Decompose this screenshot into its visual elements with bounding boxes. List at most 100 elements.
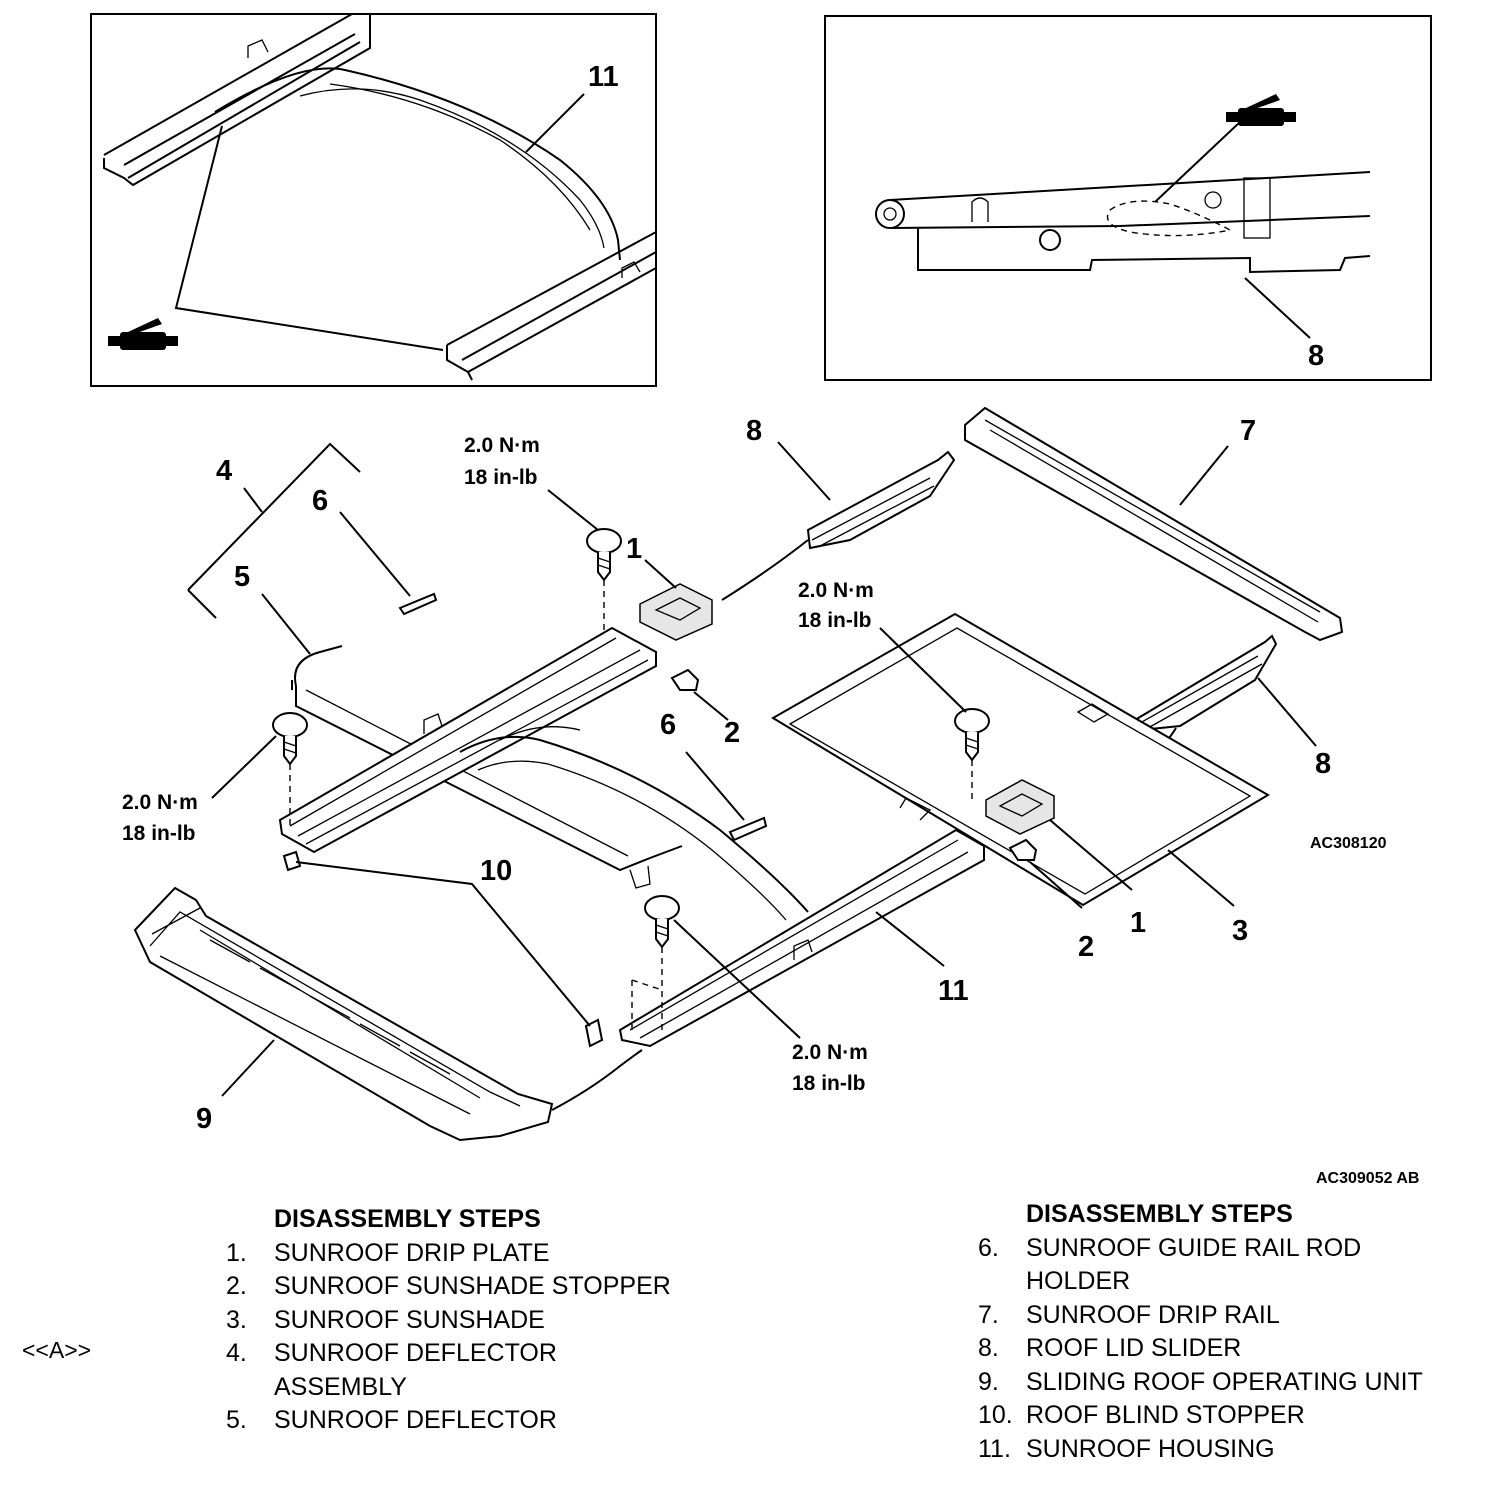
inset-lower-rail [446, 231, 657, 381]
callout-11: 11 [938, 975, 969, 1007]
figure-code-inset: AC308120 [1310, 835, 1387, 852]
leader-9 [221, 1039, 275, 1097]
legend-item-text: ROOF BLIND STOPPER [1026, 1401, 1305, 1429]
callout-3: 3 [1232, 915, 1248, 947]
inset-pivot-hole [883, 207, 897, 221]
callout-4: 4 [216, 455, 232, 487]
callout-8-upper: 8 [746, 415, 762, 447]
sunroof-exploded-diagram: 11 8 7 [90, 13, 1432, 1187]
inset-slider-pin [971, 197, 989, 222]
torque-4-inlb: 18 in-lb [792, 1072, 866, 1095]
torque-3-inlb: 18 in-lb [122, 822, 196, 845]
legend-item-text: SUNROOF DEFLECTOR ASSEMBLY [274, 1339, 557, 1401]
legend-item-num: 4. [226, 1339, 247, 1367]
inset-bracket [1243, 177, 1271, 239]
bolt-icon [644, 895, 680, 949]
legend-item: 5.SUNROOF DEFLECTOR [226, 1404, 786, 1438]
figure-code-main: AC309052 AB [1316, 1170, 1419, 1187]
inset-rail-tab [247, 39, 269, 58]
bracket-4-foot [187, 589, 217, 619]
inset-housing-rails: 11 [90, 13, 657, 387]
legend-item: 7.SUNROOF DRIP RAIL [978, 1299, 1488, 1333]
legend-item: 10. ROOF BLIND STOPPER [978, 1399, 1488, 1433]
leader-6-lower [685, 751, 745, 821]
callout-8-lower: 8 [1315, 748, 1331, 780]
legend-item-text: SUNROOF DRIP PLATE [274, 1238, 550, 1267]
inset-housing-arc-inner [299, 88, 605, 249]
leader-8-lower [1257, 677, 1317, 747]
leader-2-right [1029, 861, 1083, 909]
legend-left-heading: DISASSEMBLY STEPS [274, 1205, 541, 1233]
legend-item: 1. SUNROOF DRIP PLATE [226, 1237, 786, 1271]
inset-housing-arc-mid [329, 83, 591, 231]
grease-gun-icon [1226, 94, 1296, 126]
legend-item-num: 2. [226, 1272, 247, 1300]
callout-6-lower: 6 [660, 709, 676, 741]
legend-item-num: 6. [978, 1233, 999, 1262]
bolt-icon [954, 708, 990, 762]
leader-2-left [693, 691, 729, 721]
legend-item-num: 9. [978, 1367, 999, 1396]
leader-1-right [1049, 819, 1133, 891]
legend-item-text: ROOF LID SLIDER [1026, 1334, 1242, 1362]
part-7-drip-rail [964, 406, 1344, 642]
torque-leader-3 [211, 735, 277, 799]
leader-10 [295, 861, 591, 1027]
legend-item-num: 8. [978, 1334, 999, 1362]
grease-gun-icon [108, 318, 178, 350]
inset-hidden-part [1106, 200, 1233, 237]
inset-lid-slider: 8 [824, 15, 1432, 381]
part-10-stopper-right [584, 1018, 604, 1048]
part-10-stopper-left [282, 850, 302, 872]
callout-10: 10 [480, 855, 512, 887]
part-2-stopper-left [670, 668, 700, 691]
torque-1-nm: 2.0 N·m [464, 434, 540, 457]
legend-item-num: 1. [226, 1238, 247, 1267]
part-1-drip-plate-left [639, 583, 713, 641]
part-6-holder-lower [728, 816, 768, 842]
part-8-slider-upper [721, 450, 956, 601]
callout-6-upper: 6 [312, 485, 328, 517]
legend-item-text: SUNROOF GUIDE RAIL ROD HOLDER [1026, 1233, 1362, 1296]
callout-11-inset: 11 [588, 61, 619, 93]
legend-item: 6. SUNROOF GUIDE RAIL ROD HOLDER [978, 1232, 1418, 1299]
inset-grease-leader [174, 125, 444, 351]
legend-item-num: 5. [226, 1406, 247, 1434]
legend-item: 2. SUNROOF SUNSHADE STOPPER [226, 1270, 786, 1304]
part-6-holder-upper [398, 592, 438, 616]
bolt-icon [272, 712, 308, 766]
part-11-housing [278, 626, 985, 1048]
inset-bracket-hole [1204, 191, 1222, 209]
inset-slider-body [889, 171, 1371, 274]
torque-1-inlb: 18 in-lb [464, 466, 538, 489]
legend-item: 3. SUNROOF SUNSHADE [226, 1304, 786, 1338]
inset-slider-roller [1039, 229, 1061, 251]
legend-item-text: SUNROOF SUNSHADE STOPPER [274, 1272, 671, 1300]
part-9-operating-unit [133, 886, 643, 1142]
legend-item-num: 3. [226, 1305, 247, 1334]
legend-item: 11.SUNROOF HOUSING [978, 1433, 1488, 1467]
callout-1-right: 1 [1130, 907, 1146, 939]
torque-leader-2 [879, 627, 967, 713]
torque-leader-1 [547, 489, 599, 531]
leader-1-left [644, 559, 677, 589]
legend-item: 4. SUNROOF DEFLECTOR ASSEMBLY [226, 1337, 646, 1404]
legend-item-text: SLIDING ROOF OPERATING UNIT [1026, 1367, 1423, 1396]
leader-7 [1179, 445, 1229, 506]
part-1-drip-plate-right [985, 779, 1055, 835]
inset-leader-8 [1244, 277, 1311, 339]
legend-item-text: SUNROOF SUNSHADE [274, 1305, 545, 1334]
part-2-stopper-right [1008, 838, 1038, 861]
callout-8-inset: 8 [1308, 340, 1324, 372]
inset-frame-left [90, 13, 657, 387]
part-5-deflector [291, 645, 683, 889]
inset-leader-11 [525, 93, 585, 153]
callout-9: 9 [196, 1103, 212, 1135]
inset-frame-right [824, 15, 1432, 381]
callout-7: 7 [1240, 415, 1256, 447]
torque-4-nm: 2.0 N·m [792, 1041, 868, 1064]
callout-2-right: 2 [1078, 931, 1094, 963]
legend-item-num: 10. [978, 1401, 1013, 1429]
leader-6-upper [339, 511, 411, 597]
leader-4 [243, 487, 263, 513]
